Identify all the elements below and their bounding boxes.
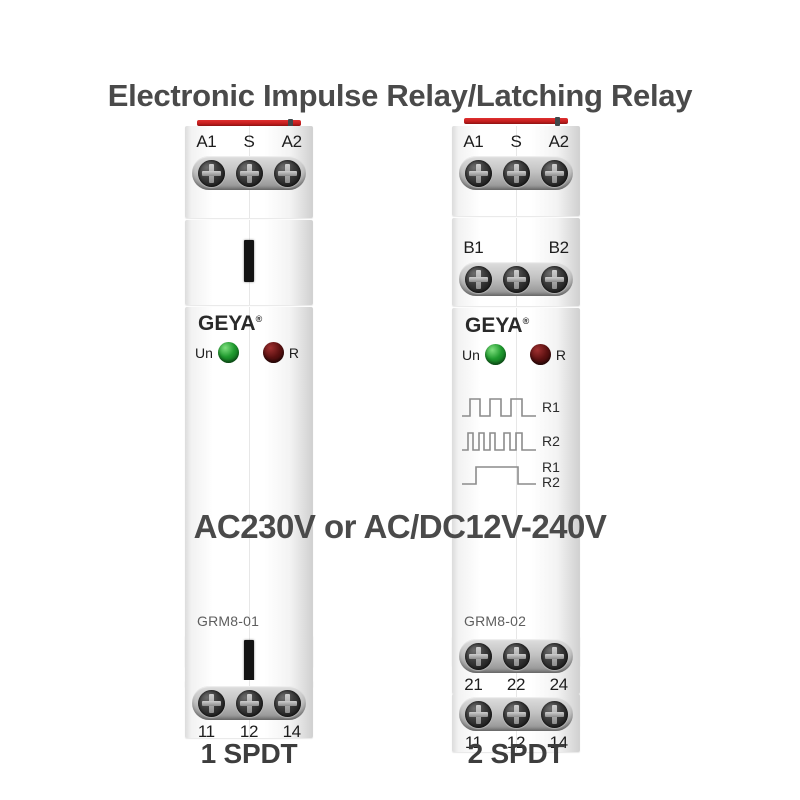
screw-terminal-11[interactable] (464, 700, 492, 728)
led-label-un: Un (195, 344, 213, 361)
caption-left-spdt: 1 SPDT (200, 738, 298, 769)
waveform-r1r2-icon (462, 466, 536, 485)
led-green-power-icon (484, 344, 506, 365)
screw-terminal-12[interactable] (235, 689, 263, 717)
screw-terminal-b1[interactable] (464, 265, 492, 293)
screw-terminal-a2[interactable] (273, 159, 301, 187)
screw-terminal-a1[interactable] (197, 159, 225, 187)
led-label-un: Un (462, 346, 480, 363)
registered-trademark-icon: ® (255, 314, 263, 324)
terminal-label: S (243, 132, 255, 151)
screw-terminal-21[interactable] (464, 642, 492, 670)
led-label-r: R (555, 346, 567, 363)
product-module-grm8-01: A1 S A2 GEYA® Un R GRM8-01 (185, 119, 313, 741)
led-red-relay-icon (262, 342, 284, 363)
screw-terminal-b2[interactable] (540, 265, 568, 293)
page-title: Electronic Impulse Relay/Latching Relay (107, 78, 693, 113)
voltage-rating-text: AC230V or AC/DC12V-240V (193, 508, 607, 545)
screw-strip-b (459, 262, 573, 296)
terminal-label: 21 (464, 675, 483, 694)
led-red-relay-icon (529, 344, 551, 365)
screw-terminal-14[interactable] (540, 700, 568, 728)
din-clip-slot-top (244, 240, 254, 282)
terminal-label: A1 (196, 132, 217, 151)
terminal-labels-a: A1 S A2 (452, 132, 580, 152)
main-face-panel (452, 308, 580, 666)
screw-terminal-22[interactable] (502, 642, 530, 670)
waveform-diagram-panel: R1 R2 R1 R2 (460, 390, 572, 492)
brand-logo: GEYA® (198, 312, 262, 336)
waveform-label-r1r2: R1 R2 (542, 460, 560, 489)
screw-terminal-s[interactable] (235, 159, 263, 187)
brand-logo: GEYA® (465, 314, 529, 338)
terminal-label: B2 (548, 238, 569, 257)
screw-strip-output-2 (459, 639, 573, 673)
terminal-labels-output-2: 21 22 24 (452, 675, 580, 695)
terminal-labels-a: A1 S A2 (185, 132, 313, 152)
terminal-label: A2 (281, 132, 302, 151)
terminal-labels-output-1: 11 12 14 (452, 733, 580, 753)
screw-terminal-11[interactable] (197, 689, 225, 717)
terminal-label: 12 (506, 733, 526, 752)
din-clip-slot-bottom (244, 640, 254, 682)
screw-terminal-12[interactable] (502, 700, 530, 728)
waveform-label-r2: R2 (542, 433, 560, 449)
product-module-grm8-02: A1 S A2 B1 B2 GEYA® Un R (452, 117, 580, 752)
terminal-label: 14 (549, 733, 569, 752)
model-code: GRM8-02 (464, 613, 527, 629)
screw-terminal-14[interactable] (273, 689, 301, 717)
waveform-row-r1: R1 (460, 390, 572, 424)
screw-terminal-a1[interactable] (464, 159, 492, 187)
screw-terminal-a2[interactable] (540, 159, 568, 187)
terminal-label: S (510, 132, 522, 151)
terminal-label: 24 (549, 675, 569, 694)
screw-strip-a (192, 156, 306, 190)
terminal-label: A2 (548, 132, 569, 151)
din-rail-cap-nub (288, 119, 293, 128)
model-code: GRM8-01 (197, 613, 260, 629)
waveform-row-r1r2: R1 R2 (460, 458, 572, 492)
terminal-label: 11 (464, 733, 482, 752)
screw-terminal-24[interactable] (540, 642, 568, 670)
terminal-label: B1 (463, 238, 484, 257)
screw-terminal-s[interactable] (502, 159, 530, 187)
waveform-row-r2: R2 (460, 424, 572, 458)
caption-right-spdt: 2 SPDT (467, 738, 565, 769)
screw-strip-a (459, 156, 573, 190)
screw-terminal-b-mid[interactable] (502, 265, 530, 293)
terminal-label: A1 (463, 132, 484, 151)
terminal-label: 11 (197, 722, 215, 741)
terminal-labels-b: B1 B2 (452, 238, 580, 258)
din-rail-cap-red (464, 117, 568, 126)
waveform-r1-icon (462, 398, 536, 417)
waveform-label-r1r2-line1: R1 (542, 459, 560, 476)
din-rail-cap-red (197, 119, 301, 128)
terminal-label: 12 (239, 722, 259, 741)
brand-name: GEYA (198, 312, 256, 335)
led-green-power-icon (217, 342, 239, 363)
waveform-r2-icon (462, 432, 536, 451)
led-indicator-row: Un R (462, 344, 572, 365)
led-indicator-row: Un R (195, 342, 305, 363)
waveform-label-r1r2-line2: R2 (542, 474, 560, 490)
registered-trademark-icon: ® (522, 316, 530, 326)
brand-name: GEYA (465, 314, 523, 337)
din-rail-cap-nub (555, 117, 560, 126)
screw-strip-output (192, 686, 306, 720)
terminal-label: 22 (506, 675, 526, 694)
waveform-label-r1: R1 (542, 399, 560, 415)
screw-strip-output-1 (459, 697, 573, 731)
terminal-label: 14 (282, 722, 302, 741)
led-label-r: R (288, 344, 300, 361)
terminal-labels-output: 11 12 14 (185, 722, 313, 742)
main-face-panel (185, 307, 313, 667)
